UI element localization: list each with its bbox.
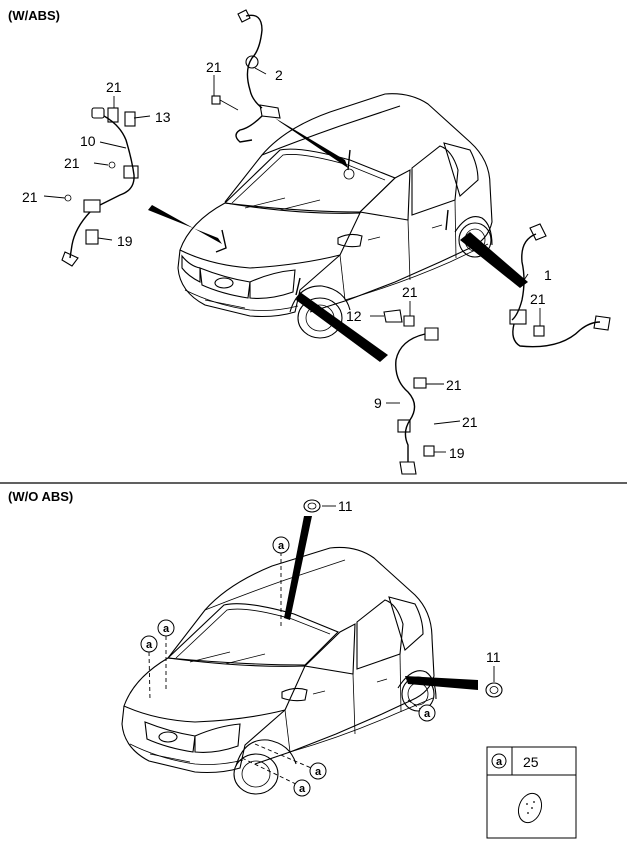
pointer-arrows-no-abs (284, 516, 478, 690)
callout-19: 19 (449, 445, 465, 461)
callout-21: 21 (402, 284, 418, 300)
svg-text:a: a (299, 783, 306, 795)
callouts-abs: 21 2 21 13 10 21 21 19 21 12 21 1 21 9 2… (22, 59, 552, 461)
section-title-abs: (W/ABS) (8, 8, 60, 23)
callout-21: 21 (22, 189, 38, 205)
callout-10: 10 (80, 133, 96, 149)
marker-a: a (140, 635, 158, 653)
legend-part-number: 25 (523, 754, 539, 770)
callout-21: 21 (106, 79, 122, 95)
dashed-leaders (148, 552, 425, 787)
callout-9: 9 (374, 395, 382, 411)
callout-11: 11 (338, 498, 353, 514)
svg-text:a: a (424, 708, 431, 720)
car-illustration-abs (177, 93, 493, 339)
callout-1: 1 (544, 267, 552, 283)
wheel-sensor-front-right (383, 309, 439, 475)
wheel-sensor-rear-right (509, 223, 611, 348)
pointer-arrows-abs (148, 118, 528, 362)
leader-lines-abs (43, 67, 541, 453)
callout-12: 12 (346, 308, 362, 324)
callout-11: 11 (486, 649, 501, 665)
plugs-11 (303, 499, 503, 698)
callout-21: 21 (446, 377, 462, 393)
svg-text:a: a (278, 540, 285, 552)
callout-19: 19 (117, 233, 133, 249)
wheel-sensor-rear-left (211, 9, 281, 143)
legend-marker-label: a (496, 756, 503, 768)
marker-a: a (272, 536, 290, 554)
callout-21: 21 (206, 59, 222, 75)
callout-13: 13 (155, 109, 171, 125)
svg-text:a: a (163, 623, 170, 635)
marker-a: a (157, 619, 175, 637)
legend-marker (491, 753, 507, 769)
svg-text:a: a (146, 639, 153, 651)
car-illustration-no-abs (121, 546, 437, 795)
callouts-no-abs: 11 11 (338, 498, 501, 665)
marker-a: a (293, 779, 311, 797)
grommet-icon (517, 792, 543, 824)
marker-a: a (309, 762, 327, 780)
section-title-no-abs: (W/O ABS) (8, 489, 74, 504)
callout-2: 2 (275, 67, 283, 83)
callout-21: 21 (64, 155, 80, 171)
callout-21: 21 (462, 414, 478, 430)
grommet-markers: a a a a a a (140, 536, 436, 797)
marker-a: a (418, 704, 436, 722)
legend-box: a 25 (486, 746, 577, 839)
callout-21: 21 (530, 291, 546, 307)
svg-text:a: a (315, 766, 322, 778)
